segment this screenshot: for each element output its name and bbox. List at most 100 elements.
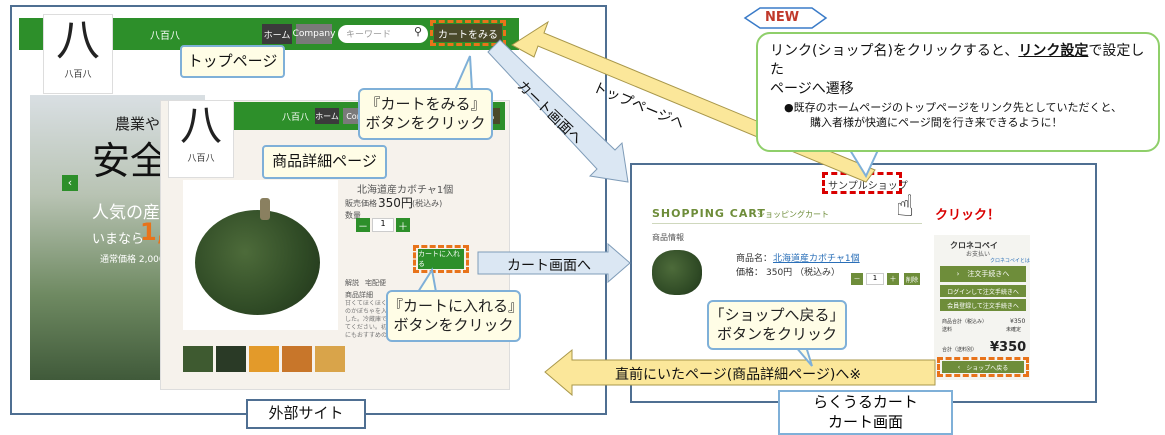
note-line1-a: リンク(ショップ名)をクリックすると、 [770,43,1019,59]
total-value: ¥350 [990,340,1027,355]
feature-note-line1: リンク(ショップ名)をクリックすると、リンク設定で設定した [770,42,1146,80]
detail-desc-head1: 解説 [345,279,359,287]
callout-back-line1: 「ショップへ戻る」 [709,306,845,325]
detail-tax: (税込み) [412,199,443,208]
view-cart-button[interactable]: カートをみる [434,24,502,42]
hero-text-5: 通常価格 2,000円 [100,255,174,265]
back-button-label: ショップへ戻る [966,364,1009,372]
subtotal-value: ¥350 [1010,318,1026,325]
new-badge-label: NEW [765,10,800,25]
detail-qty-minus[interactable]: － [356,218,370,233]
pumpkin-stem [260,198,270,220]
callout-add-cart: 『カートに入れる』 ボタンをクリック [386,290,524,342]
cart-qty-value[interactable]: 1 [866,273,884,285]
checkout-chevron-icon: › [956,270,960,278]
callout-back: 「ショップへ戻る」 ボタンをクリック [707,300,847,350]
detail-logo-char: 八 [179,101,222,150]
thumb-5[interactable] [315,346,345,372]
detail-logo-sub: 八百八 [187,154,215,164]
cart-title: SHOPPING CART [652,207,766,220]
total-label: 合計（送料別） [942,347,978,353]
search-icon: ⚲ [413,25,422,38]
login-checkout-button[interactable]: ログインして注文手続きへ [940,285,1026,297]
cart-product-name[interactable]: 北海道産カボチャ1個 [773,254,860,264]
cart-info-label: 商品情報 [652,233,684,242]
thumb-4[interactable] [282,346,312,372]
arrow-to-cart [477,242,631,284]
search-placeholder: キーワード [346,30,392,40]
detail-desc-text: 甘くてほくほく。人気のかぼちゃを入荷しました。冷蔵庫で保存してください。初めの方… [345,300,406,339]
feature-note-line3: ●既存のホームページのトップページをリンク先としていただくと、 [784,100,1123,114]
detail-price: 350円 [378,196,413,210]
detail-qty-plus[interactable]: ＋ [396,218,410,233]
cart-shop-name-link[interactable]: サンプルショップ [828,181,908,192]
view-cart-highlight [430,20,506,46]
callout-view-cart-line1: 『カートをみる』 [365,95,486,114]
detail-logo: 八 八百八 [168,100,234,178]
new-badge-shape [743,7,828,29]
cart-screen-label: らくうるカート カート画面 [778,390,953,435]
back-shop-highlight [937,357,1029,377]
cart-qty-plus[interactable]: ＋ [887,273,899,285]
nav-company-button[interactable]: Company [293,24,335,44]
pointer-view-cart [453,55,474,91]
arrow-to-cart-diagonal [487,39,629,183]
external-brand: 八百八 [150,31,180,42]
feature-note-line2: ページへ遷移 [770,80,854,97]
hero-text-2: 安全 [92,139,169,183]
cart-title-jp: ショッピングカート [757,210,829,219]
cart-price-label: 価格： [736,268,764,278]
external-logo: 八 八百八 [43,14,113,94]
callout-view-cart: 『カートをみる』 ボタンをクリック [358,88,493,140]
search-input[interactable]: キーワード ⚲ [338,25,428,43]
checkout-button[interactable]: › 注文手続きへ [940,266,1026,282]
cart-product-image [652,250,702,295]
detail-page-label: 商品詳細ページ [262,145,387,179]
callout-add-cart-line2: ボタンをクリック [393,316,514,334]
detail-desc-sub: 商品詳細 [345,291,373,299]
cart-delete-button[interactable]: 削除 [904,273,920,285]
pay-logo: クロネコペイ [950,241,998,250]
arrow-back-label: 直前にいたページ(商品詳細ページ)へ※ [615,367,862,383]
thumb-3[interactable] [249,346,279,372]
cart-price: 350円 [766,268,793,278]
detail-product-title: 北海道産カボチャ1個 [357,185,454,196]
back-chevron-icon: ‹ [957,363,961,371]
callout-view-cart-line2: ボタンをクリック [365,114,486,132]
thumb-2[interactable] [216,346,246,372]
cart-screen-label-2: カート画面 [827,413,903,431]
external-site-label: 外部サイト [246,399,366,429]
cart-tax: （税込み） [795,268,841,278]
detail-desc-head2: 宅配便 [365,279,386,287]
pay-link[interactable]: クロネコペイとは [990,258,1030,264]
cart-qty-minus[interactable]: － [851,273,863,285]
detail-brand: 八百八 [282,113,310,123]
pay-sub: お支払い [966,251,991,258]
pointer-add-cart [416,267,438,293]
detail-qty-value[interactable]: 1 [372,218,394,232]
detail-qty-label: 数量 [345,211,361,220]
cart-product-label: 商品名： [736,254,773,264]
cart-screen-label-1: らくうるカート [813,393,918,411]
arrow-back [544,348,936,397]
back-to-shop-button[interactable]: ‹ ショップへ戻る [942,361,1024,373]
hero-prev-arrow[interactable]: ‹ [62,175,78,191]
feature-note-line4: 購入者様が快適にページ間を行き来できるように！ [810,115,1063,129]
top-page-label: トップページ [180,45,285,78]
pumpkin [195,210,320,315]
callout-add-cart-line1: 『カートに入れる』 [388,297,524,316]
feature-note: リンク(ショップ名)をクリックすると、リンク設定で設定した ページへ遷移 ●既存… [756,32,1160,152]
subtotal-label: 商品合計（税込み） [942,319,988,325]
note-line1-b: リンク設定 [1018,43,1089,59]
shipping-label: 送料 [942,327,953,333]
detail-price-label: 販売価格 [345,199,377,208]
callout-back-line2: ボタンをクリック [716,325,837,343]
nav-home-button[interactable]: ホーム [262,24,292,44]
register-checkout-button[interactable]: 会員登録して注文手続きへ [940,299,1026,311]
detail-nav-home[interactable]: ホーム [315,108,339,124]
thumb-1[interactable] [183,346,213,372]
click-label: クリック！ [935,208,1001,223]
cart-title-underline [652,223,922,224]
hero-text-4a: いまなら [92,232,145,247]
add-to-cart-button[interactable]: カートに入れる [418,249,464,269]
